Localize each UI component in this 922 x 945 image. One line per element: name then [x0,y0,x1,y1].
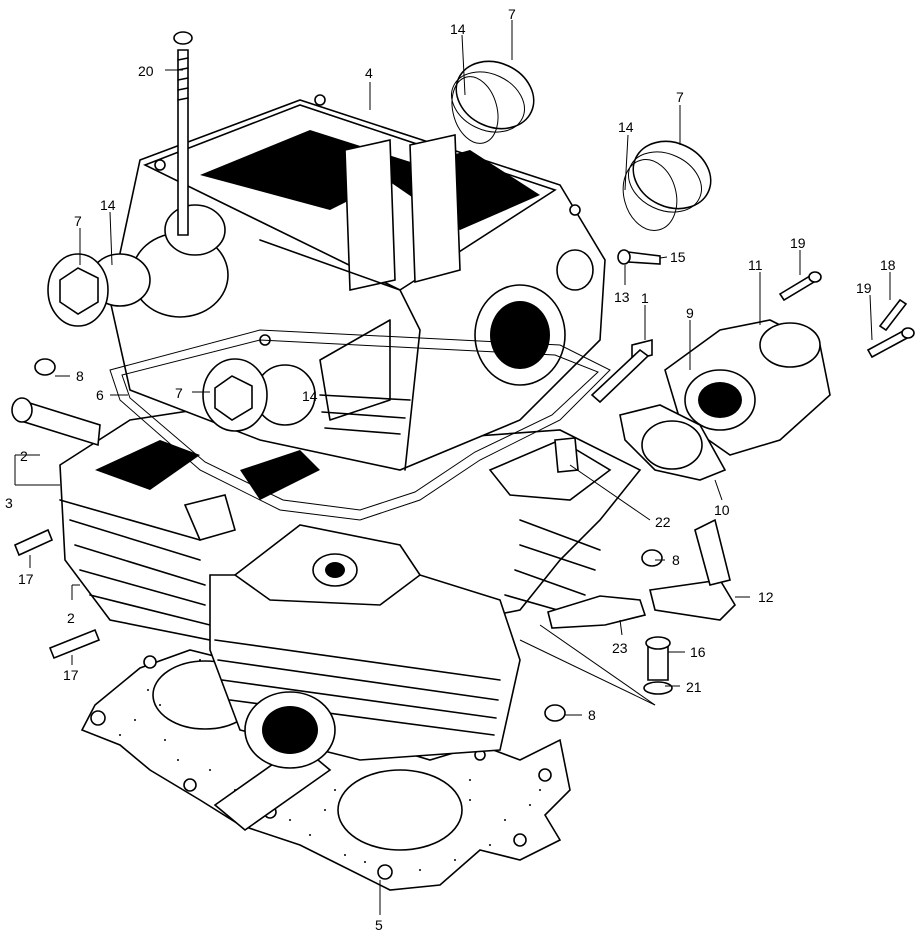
cover-gasket [109,329,611,521]
callout-16: 16 [690,644,706,660]
bolt-16 [645,636,671,681]
fitting-2-upper [11,397,101,447]
callout-2: 2 [20,448,28,464]
callout-7: 7 [508,6,516,22]
callout-11: 11 [748,257,763,273]
tappet-cap-right [622,140,712,231]
tappet-cap-left [47,253,151,327]
callout-10: 10 [714,502,730,518]
cylinder-head [59,399,642,832]
elbow-12 [649,518,737,621]
callout-8: 8 [76,368,84,384]
callout-14: 14 [100,197,116,213]
tappet-cap-center [202,358,316,432]
callout-13: 13 [614,289,630,305]
bolt-15 [617,249,661,265]
cap-8-bottom [544,704,566,722]
cap-8-right [641,549,663,567]
callout-1: 1 [641,290,649,306]
callout-8: 8 [672,552,680,568]
callout-2: 2 [67,610,75,626]
callout-23: 23 [612,640,628,656]
callout-4: 4 [365,65,373,81]
bolt-1 [590,338,653,404]
callout-8: 8 [588,707,596,723]
callout-7: 7 [676,89,684,105]
sensor-23 [547,595,647,629]
bolt-18 [878,298,908,332]
pipe-22 [554,437,579,473]
callout-7: 7 [175,385,183,401]
intake-gasket [619,404,727,481]
callout-7: 7 [74,213,82,229]
callout-19: 19 [790,235,806,251]
washer-21 [643,681,673,695]
callout-17: 17 [18,571,34,587]
callout-9: 9 [686,305,694,321]
dowel-17-lower [48,628,101,660]
callout-5: 5 [375,917,383,933]
leader-lines [14,20,891,915]
callout-19: 19 [856,280,872,296]
fitting-2-lower [183,494,236,541]
bolt-19-top [778,271,822,302]
callout-labels: 20 4 14 7 7 14 19 15 13 11 18 19 7 14 1 … [5,6,896,933]
callout-12: 12 [758,589,774,605]
callout-14: 14 [302,388,318,404]
stud-bolt [173,31,193,236]
bolt-19-side [866,327,915,359]
dowel-17-upper [13,528,54,557]
intake-pipe [664,319,831,456]
tappet-cap-top [451,60,535,144]
callout-21: 21 [686,679,702,695]
callout-6: 6 [96,387,104,403]
callout-15: 15 [670,249,686,265]
callout-14: 14 [618,119,634,135]
callout-20: 20 [138,63,154,79]
callout-3: 3 [5,495,13,511]
callout-22: 22 [655,514,671,530]
callout-18: 18 [880,257,896,273]
callout-14: 14 [450,21,466,37]
cap-8-left [34,358,56,376]
cam-holder [109,94,606,471]
callout-17: 17 [63,667,79,683]
